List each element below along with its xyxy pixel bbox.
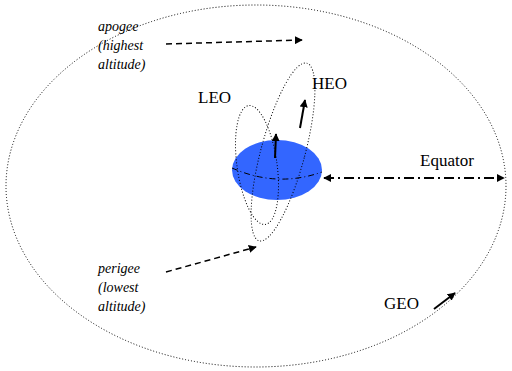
equator-arrow (324, 177, 504, 179)
leo-orbit (229, 103, 285, 227)
geo-orbit (6, 5, 506, 367)
orbit-name: LEO (198, 88, 231, 108)
axis-label: Equator (420, 151, 474, 171)
earth (232, 140, 322, 200)
apogee-label: apogee (highest altitude) (98, 17, 162, 74)
orbit-name: HEO (312, 74, 347, 94)
heo-direction-arrow (300, 100, 305, 128)
orbit-name: GEO (384, 294, 419, 314)
apogee-leader (166, 40, 302, 44)
perigee-leader (166, 247, 256, 272)
leo-direction-arrow (275, 134, 276, 158)
geo-pointer (434, 293, 455, 309)
perigee-label: perigee (lowest altitude) (98, 259, 162, 316)
equator-line (232, 168, 322, 179)
